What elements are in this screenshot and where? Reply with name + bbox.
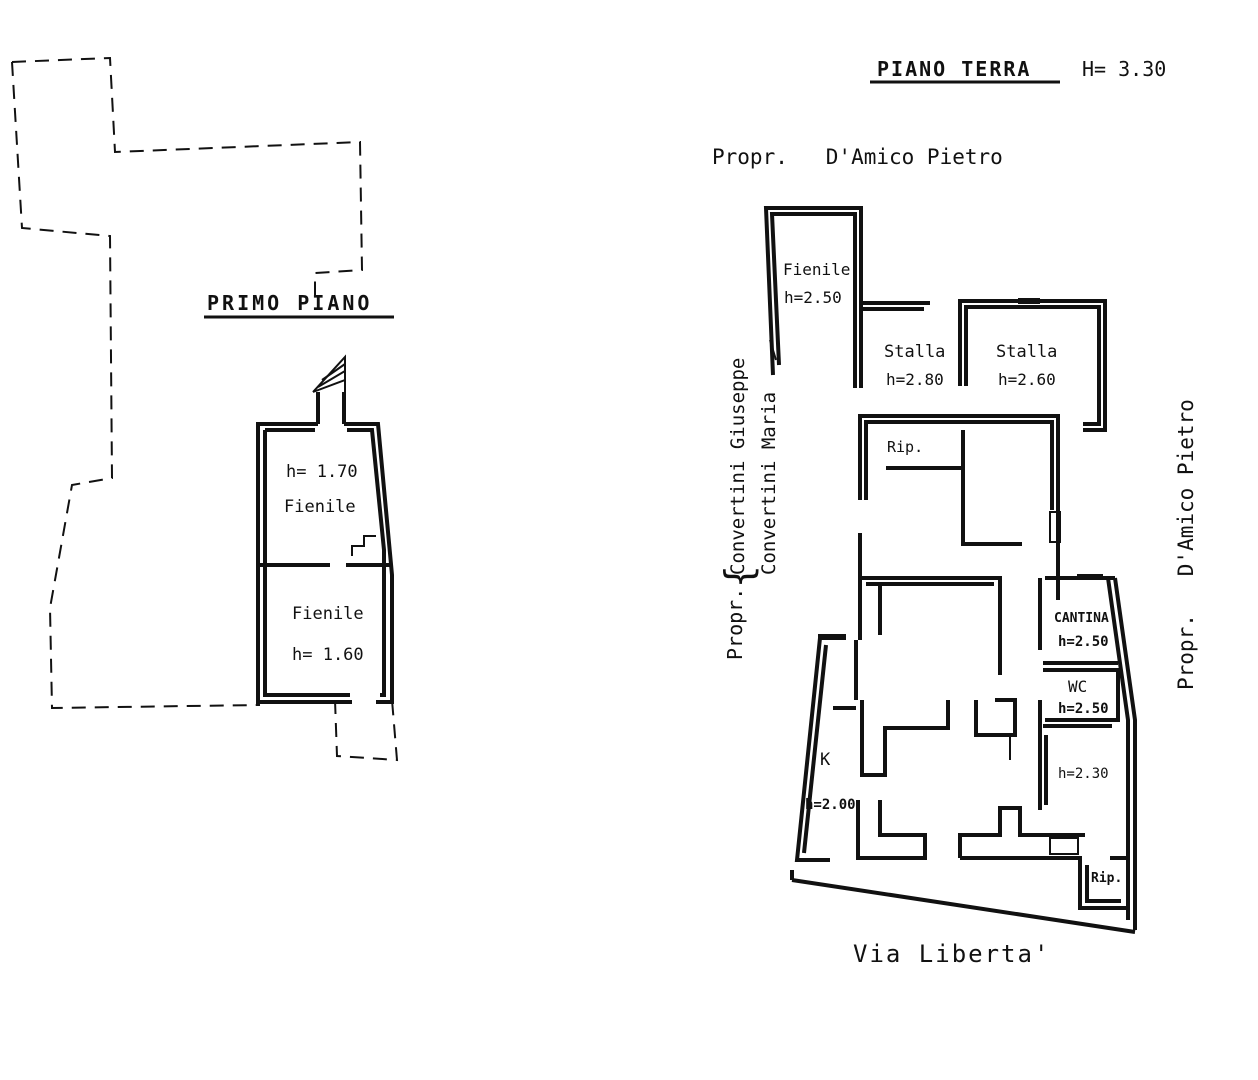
room-fienile-name: Fienile xyxy=(783,260,850,279)
room-stalla-1-height: h=2.80 xyxy=(886,370,944,389)
room-stalla-1-name: Stalla xyxy=(884,342,945,362)
first-floor-room-upper-height: h= 1.70 xyxy=(286,462,358,482)
ground-floor-walls xyxy=(763,206,1137,934)
room-cantina-name: CANTINA xyxy=(1054,611,1109,626)
ground-floor-plan: PIANO TERRA H= 3.30 Propr. D'Amico Pietr… xyxy=(712,57,1198,968)
ground-floor-title: PIANO TERRA xyxy=(877,57,1031,81)
room-cantina-height: h=2.50 xyxy=(1058,634,1109,650)
door-mark xyxy=(1049,511,1061,543)
property-boundary-dashed-bottom xyxy=(334,699,399,762)
neighbor-left-name-2: Convertini Maria xyxy=(758,392,780,575)
neighbor-left-brace: { xyxy=(717,565,761,588)
neighbor-left-prefix: Propr. xyxy=(723,588,747,660)
window-mark xyxy=(1077,574,1103,580)
first-floor-walls xyxy=(256,422,394,704)
window-mark xyxy=(818,634,846,640)
first-floor-room-lower-height: h= 1.60 xyxy=(292,645,364,665)
room-wc-name: WC xyxy=(1068,677,1087,696)
room-stalla-2-height: h=2.60 xyxy=(998,370,1056,389)
room-fienile-height: h=2.50 xyxy=(784,288,842,307)
room-kitchen-height: h=2.00 xyxy=(805,797,856,813)
window-mark xyxy=(1018,298,1040,304)
neighbor-top-label: Propr. D'Amico Pietro xyxy=(712,145,1003,169)
street-label: Via Liberta' xyxy=(853,940,1050,968)
room-rip-2-name: Rip. xyxy=(1091,871,1122,886)
first-floor-plan: PRIMO PIANO h= 1.70 Fienile Fienile h= xyxy=(11,56,399,762)
room-stalla-2-name: Stalla xyxy=(996,342,1057,362)
room-rip-1-name: Rip. xyxy=(887,438,923,456)
neighbor-left-name-1: Convertini Giuseppe xyxy=(727,358,749,575)
property-boundary-dashed xyxy=(11,56,364,300)
first-floor-room-upper-name: Fienile xyxy=(284,497,356,517)
neighbor-right-label: Propr. D'Amico Pietro xyxy=(1174,399,1198,690)
room-unnamed-height: h=2.30 xyxy=(1058,766,1109,782)
stair-icon xyxy=(312,354,346,393)
stair-mark xyxy=(1049,837,1079,855)
first-floor-room-lower-name: Fienile xyxy=(292,604,364,624)
first-floor-title: PRIMO PIANO xyxy=(207,291,372,315)
room-kitchen-name: K xyxy=(820,750,831,770)
ground-floor-height: H= 3.30 xyxy=(1082,57,1166,81)
room-wc-height: h=2.50 xyxy=(1058,701,1109,717)
property-boundary-dashed-left xyxy=(11,61,261,710)
